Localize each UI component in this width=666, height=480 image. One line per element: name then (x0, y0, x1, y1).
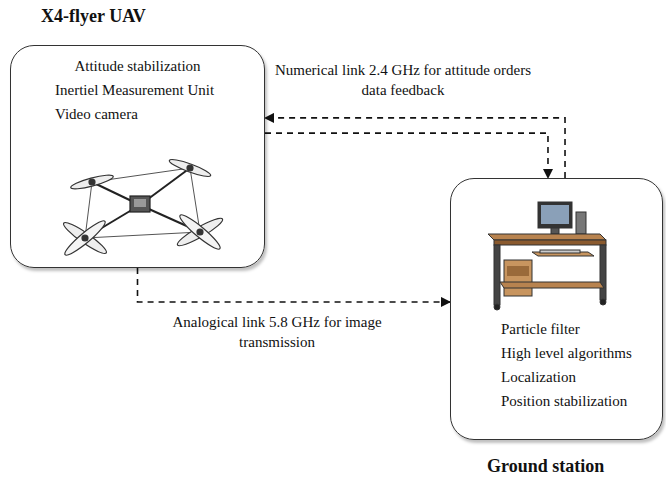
link-label: Analogical link 5.8 GHz for image transm… (160, 312, 394, 352)
uav-box: X4-flyer UAVAttitude stabilizationInerti… (10, 45, 265, 268)
ground-station-box: Particle filterHigh level algorithmsLoca… (450, 178, 663, 440)
node-text: Localization (501, 365, 662, 389)
node-text: Inertiel Measurement Unit (55, 78, 264, 102)
node-heading: Ground station (487, 456, 604, 477)
node-heading: X4-flyer UAV (41, 6, 146, 27)
node-text: Particle filter (501, 317, 662, 341)
dashed-link (138, 268, 451, 302)
node-text: High level algorithms (501, 341, 662, 365)
node-text: Position stabilization (501, 389, 662, 413)
dashed-link (265, 133, 548, 178)
node-text: Attitude stabilization (11, 54, 264, 78)
dashed-link (265, 118, 565, 178)
node-text: Video camera (55, 102, 264, 126)
link-label: Numerical link 2.4 GHz for attitude orde… (270, 60, 536, 100)
quadrotor-illustration (61, 157, 225, 259)
workstation-illustration (488, 202, 606, 310)
